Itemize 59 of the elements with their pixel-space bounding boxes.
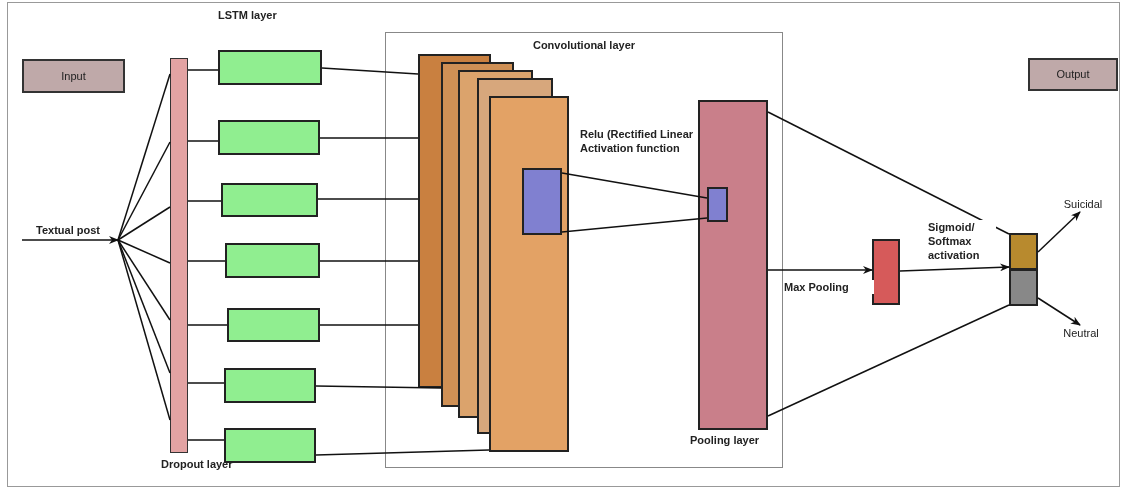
- connector-line: [317, 198, 419, 200]
- feature-map: [489, 96, 569, 452]
- arrow: [21, 236, 119, 244]
- node-label: Pooling layer: [690, 434, 761, 447]
- arrow: [899, 263, 1010, 272]
- connector-line: [187, 200, 222, 202]
- connector-line: [187, 382, 225, 384]
- connector-line: [187, 140, 219, 142]
- edge-label: Max Pooling: [784, 280, 874, 294]
- lstm-cell: [224, 368, 316, 403]
- layer-label: Relu (Rectified Linear Activation function: [580, 127, 695, 155]
- connector-line: [187, 260, 226, 262]
- filter-patch: [522, 168, 562, 235]
- connector-line: [319, 324, 419, 326]
- input-box: [22, 59, 125, 93]
- dense-box: [872, 239, 900, 305]
- output-box: [1028, 58, 1118, 91]
- connector-line: [117, 239, 171, 264]
- lstm-cell: [225, 243, 320, 278]
- output-unit: [1009, 269, 1038, 306]
- feature-map: [458, 70, 477, 418]
- connector-line: [117, 239, 171, 321]
- lstm-cell: [227, 308, 320, 342]
- connector-line: [319, 137, 419, 139]
- connector-line: [315, 449, 490, 456]
- layer-label: LSTM layer: [218, 8, 278, 22]
- feature-map: [477, 78, 489, 434]
- node-label: Convolutional layer: [531, 38, 637, 53]
- arrow: [1037, 297, 1081, 326]
- connector-line: [319, 260, 419, 262]
- connector-line: [117, 239, 171, 421]
- connector-line: [187, 324, 228, 326]
- output-unit: [1009, 233, 1038, 270]
- feature-map: [441, 62, 458, 407]
- connector-line: [117, 239, 171, 374]
- connector-line: [187, 439, 225, 441]
- connector-line: [321, 67, 419, 75]
- connector-line: [315, 385, 442, 389]
- arrow: [1037, 211, 1081, 253]
- node-label: Input: [60, 68, 87, 84]
- node-label: Neutral: [1062, 325, 1100, 341]
- pooled-patch: [707, 187, 728, 222]
- feature-map: [418, 54, 441, 388]
- connector-line: [117, 141, 171, 241]
- connector-line: [187, 69, 219, 71]
- connector-line: [767, 304, 1010, 417]
- connector-line: [117, 206, 171, 241]
- lstm-cell: [218, 50, 322, 85]
- edge-label: Sigmoid/ Softmax activation: [928, 220, 996, 262]
- node-label: Textual post: [36, 223, 100, 238]
- connector-line: [561, 172, 708, 199]
- arrow: [767, 266, 873, 274]
- connector-line: [767, 111, 1010, 235]
- layer-frame: [385, 32, 783, 468]
- lstm-cell: [221, 183, 318, 217]
- node-label: Suicidal: [1062, 196, 1104, 212]
- connector-line: [561, 217, 708, 233]
- node-label: Output: [1055, 67, 1091, 83]
- lstm-cell: [218, 120, 320, 155]
